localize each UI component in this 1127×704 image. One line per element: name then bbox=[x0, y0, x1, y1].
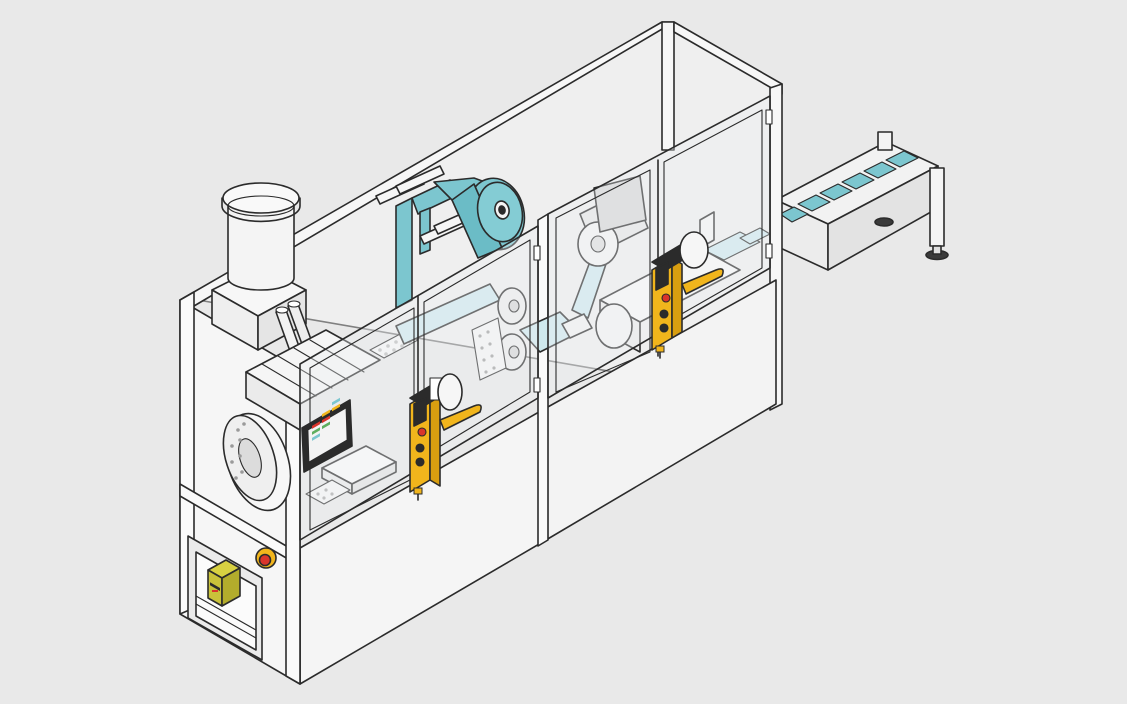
output-conveyor bbox=[775, 131, 949, 271]
door-lock-left bbox=[409, 373, 482, 501]
lock-red-button bbox=[661, 293, 671, 303]
forming-station bbox=[222, 329, 419, 512]
hmi-panel bbox=[301, 397, 353, 473]
blister-packs bbox=[779, 150, 919, 223]
conveyor-leg bbox=[929, 167, 945, 247]
lock-red-button bbox=[417, 427, 427, 437]
door-lock-right bbox=[651, 231, 724, 359]
safety-controller bbox=[207, 559, 241, 607]
lock-handle bbox=[439, 404, 482, 431]
emergency-stop bbox=[255, 547, 277, 569]
film-reel bbox=[375, 165, 526, 309]
hmi-screen bbox=[312, 397, 340, 441]
center-post bbox=[537, 213, 549, 547]
lock-handle bbox=[681, 268, 724, 295]
guard-doors bbox=[299, 95, 773, 541]
sealing-station bbox=[395, 175, 771, 381]
